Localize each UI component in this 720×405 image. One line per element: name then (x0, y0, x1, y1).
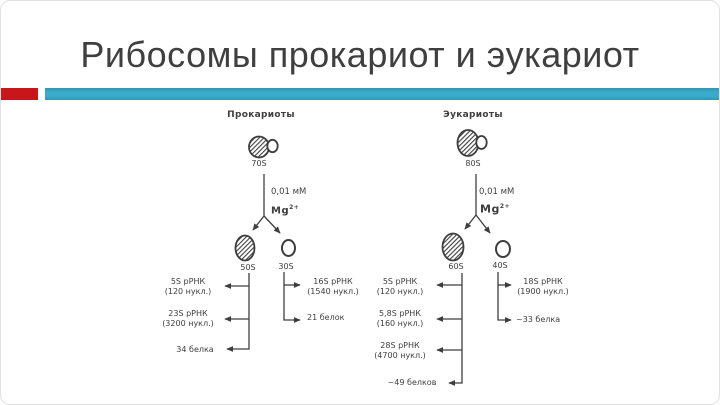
euk-mg-ion: Mg2+ (480, 202, 524, 215)
euk-40s-stem (497, 272, 512, 323)
prok-50s-component-5s: 5S рРНК (120 нукл.) (157, 277, 219, 297)
prok-50s-component-23s: 23S рРНК (3200 нукл.) (157, 309, 219, 329)
prok-50s-label: 50S (240, 263, 256, 272)
prok-50s-stem (226, 273, 250, 352)
euk-mg-concentration: 0,01 мМ (479, 187, 515, 197)
prok-mg-ion: Mg2+ (271, 203, 311, 216)
accent-bar-teal (45, 88, 719, 100)
euk-60s-component-5s: 5S рРНК (120 нукл.) (369, 277, 431, 297)
component-size: (3200 нукл.) (162, 319, 214, 328)
ribosome-icons (234, 129, 511, 262)
euk-mg-symbol: Mg (480, 202, 500, 216)
prok-30s-label: 30S (278, 262, 294, 271)
eukaryote-header: Эукариоты (443, 110, 503, 120)
prok-arrow-to-30s (263, 215, 281, 234)
component-name: 5,8S рРНК (379, 309, 421, 318)
subunit-60s-icon (441, 232, 465, 262)
euk-60s-stem (448, 273, 463, 386)
prok-70s-label: 70S (251, 159, 267, 168)
ribosome-80s-small-lobe-icon (475, 135, 488, 150)
prok-50s-proteins: 34 белка (167, 345, 223, 355)
euk-60s-label: 60S (448, 262, 464, 271)
component-name: 34 белка (176, 345, 214, 354)
eukaryote-lines (436, 174, 512, 386)
euk-40s-component-18s: 18S рРНК (1900 нукл.) (512, 277, 574, 297)
component-size: (4700 нукл.) (374, 351, 426, 360)
component-name: 5S рРНК (170, 277, 206, 286)
component-name: ~49 белков (387, 378, 437, 387)
euk-80s-label: 80S (465, 159, 481, 168)
euk-40s-proteins: ~33 белка (516, 315, 568, 325)
prok-mg-symbol: Mg (271, 205, 290, 217)
euk-mg-charge: 2+ (499, 203, 511, 210)
ribosome-80s-icon (456, 129, 480, 157)
prok-30s-stem (283, 272, 301, 323)
euk-arrow-to-40s (475, 214, 491, 234)
prokaryote-header: Прокариоты (227, 110, 295, 120)
component-name: 28S рРНК (380, 341, 420, 350)
subunit-40s-icon (495, 240, 511, 258)
component-size: (120 нукл.) (164, 287, 212, 296)
component-name: 23S рРНК (168, 309, 208, 318)
slide-title: Рибосомы прокариот и эукариот (80, 34, 640, 75)
prok-30s-component-16s: 16S рРНК (1540 нукл.) (302, 277, 364, 297)
euk-60s-proteins: ~49 белков (381, 378, 443, 388)
subunit-30s-icon (281, 239, 296, 257)
subunit-50s-icon (234, 234, 256, 262)
component-name: 5S рРНК (382, 277, 418, 286)
component-name: 21 белок (307, 313, 345, 322)
euk-40s-label: 40S (492, 261, 508, 270)
component-size: (1900 нукл.) (517, 287, 569, 296)
component-size: (120 нукл.) (376, 287, 424, 296)
component-size: (160 нукл.) (376, 319, 424, 328)
component-name: ~33 белка (516, 315, 561, 324)
ribosome-70s-small-lobe-icon (266, 138, 279, 154)
component-size: (1540 нукл.) (307, 287, 359, 296)
accent-bar-red (1, 88, 38, 100)
component-name: 18S рРНК (523, 277, 563, 286)
prokaryote-lines (224, 174, 301, 352)
euk-60s-component-28s: 28S рРНК (4700 нукл.) (369, 341, 431, 361)
ribosome-70s-icon (248, 135, 270, 159)
euk-arrow-to-60s (464, 214, 477, 230)
prok-30s-proteins: 21 белок (307, 313, 357, 323)
component-name: 16S рРНК (313, 277, 353, 286)
prok-arrow-to-50s (252, 215, 265, 231)
euk-60s-component-5-8s: 5,8S рРНК (160 нукл.) (369, 309, 431, 329)
prok-mg-concentration: 0,01 мМ (271, 187, 307, 197)
prok-mg-charge: 2+ (289, 204, 300, 211)
